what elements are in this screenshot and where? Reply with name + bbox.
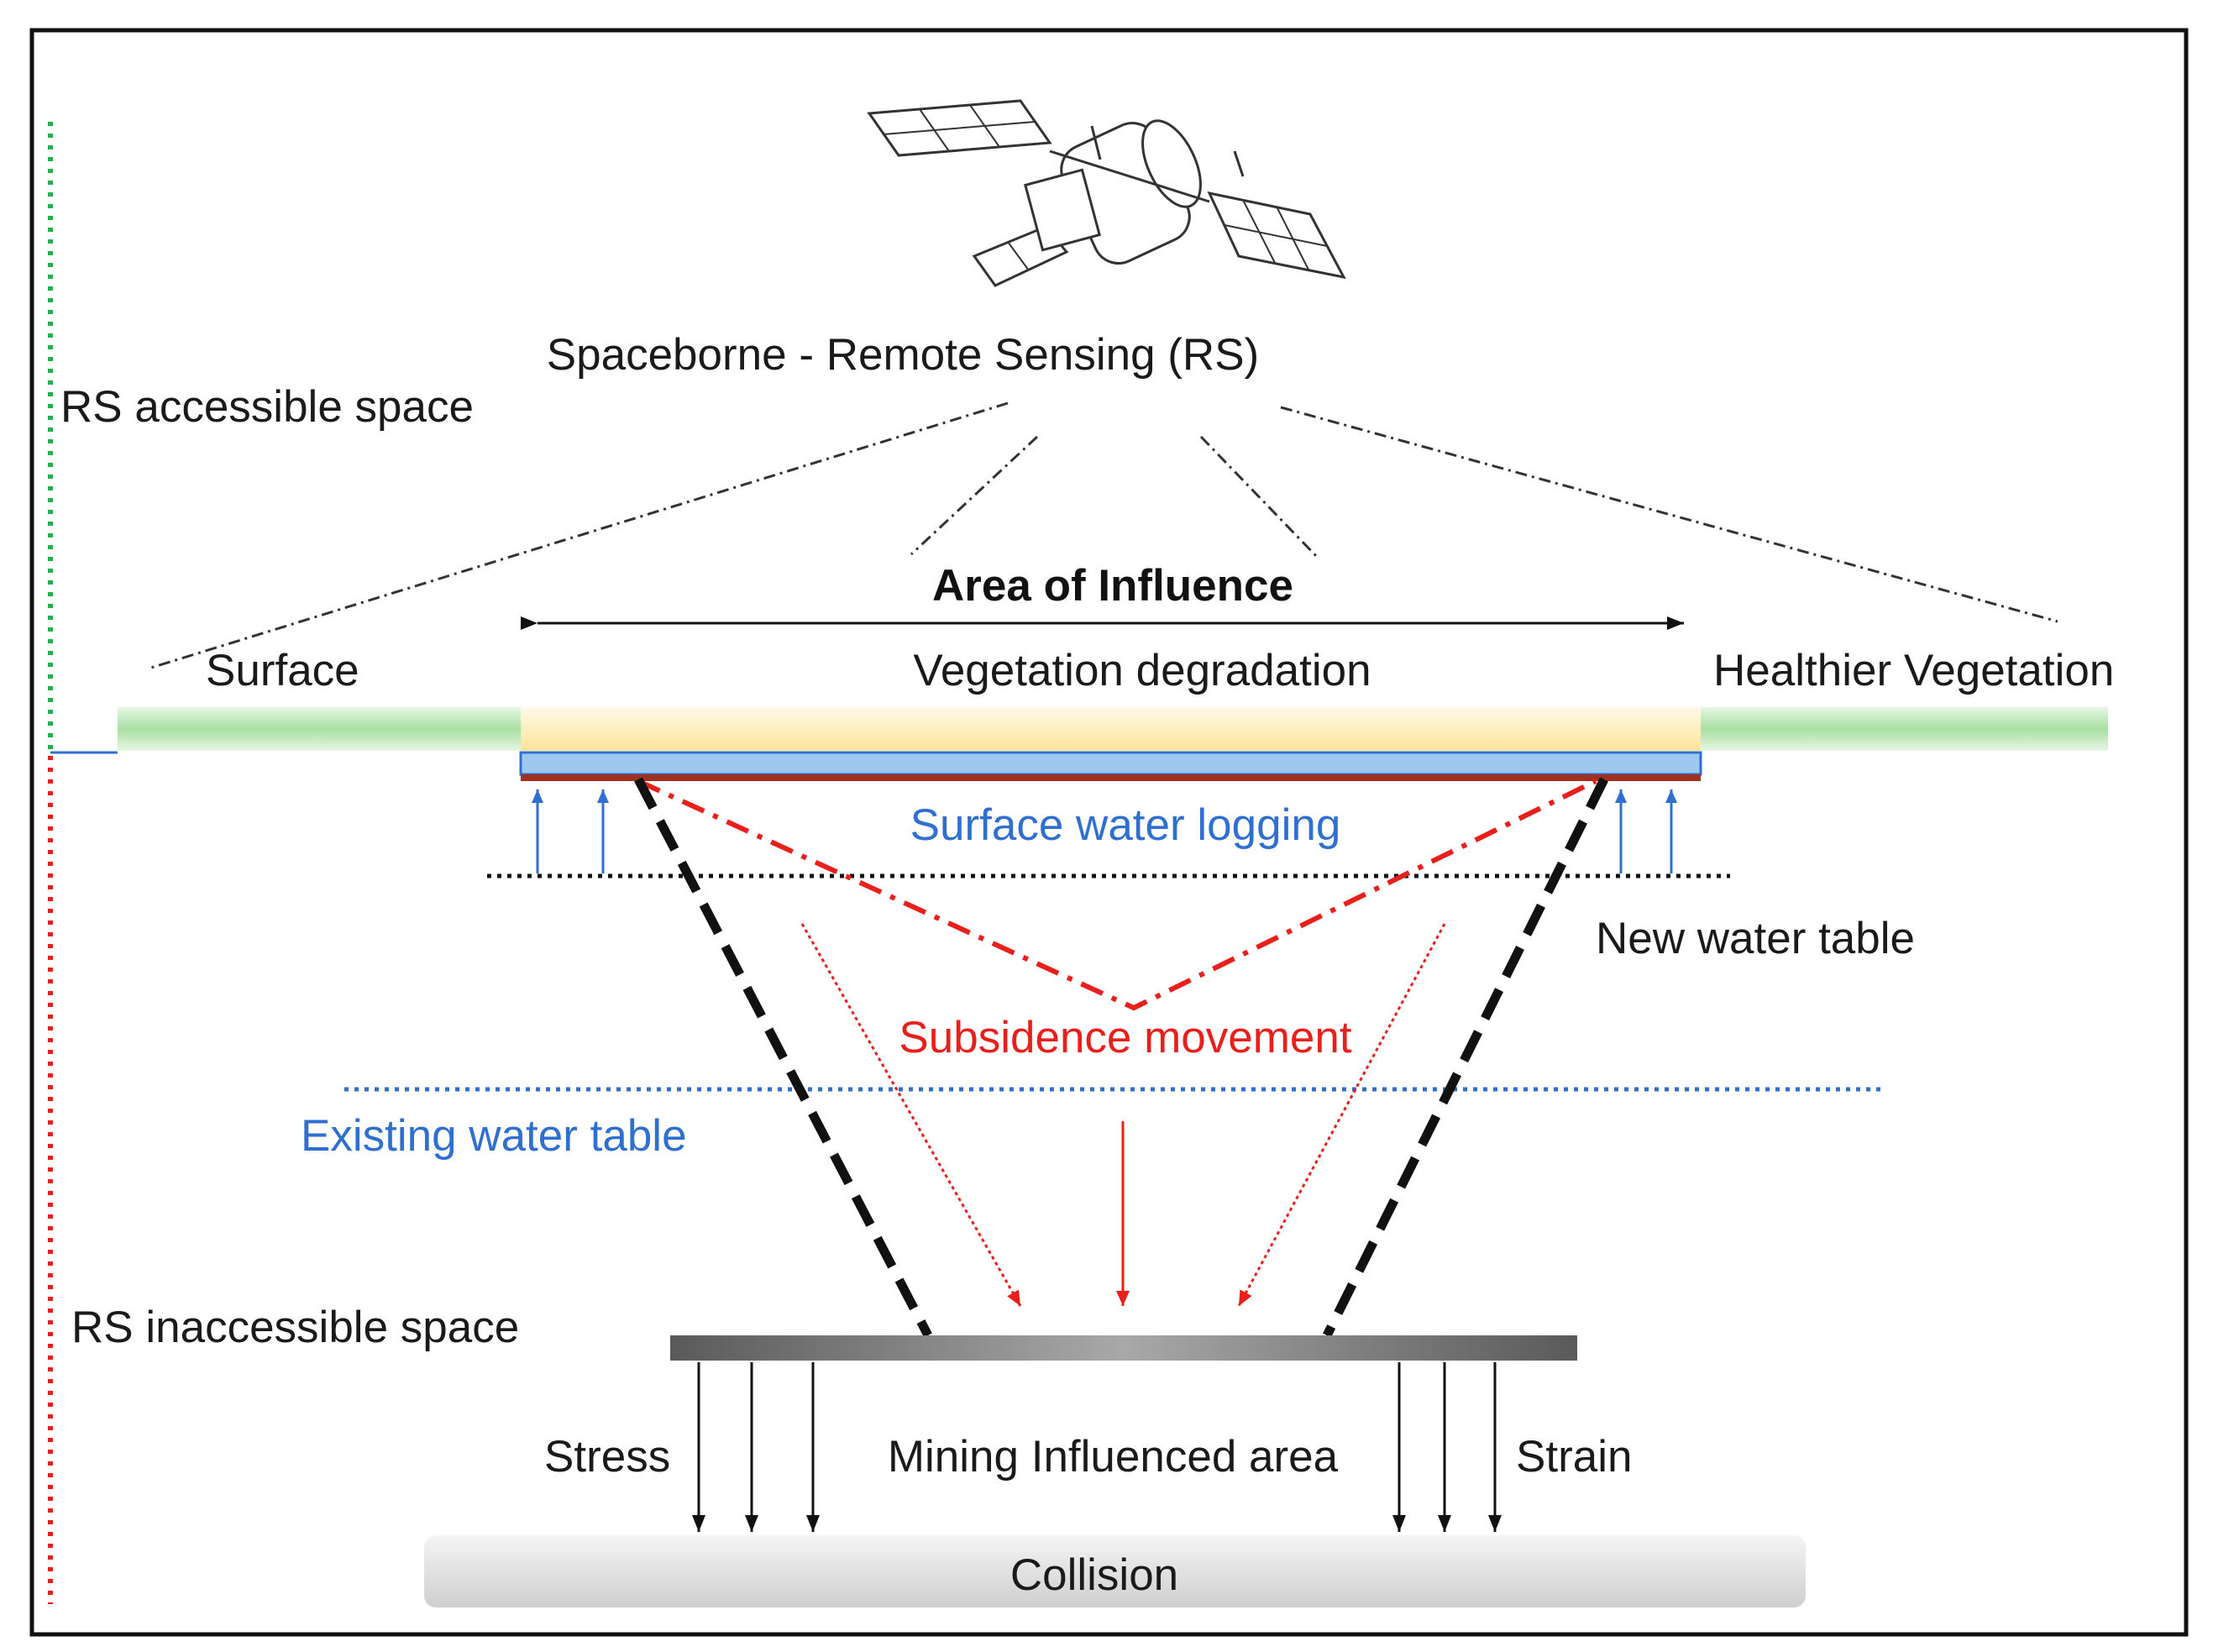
- influence-angle-lines: [634, 777, 1608, 1338]
- soil-layer: [521, 774, 1701, 781]
- sensing-rays: [150, 401, 2058, 669]
- collision-label: Collision: [1010, 1550, 1178, 1600]
- vegetation-degradation-label: Vegetation degradation: [913, 646, 1371, 695]
- surface-water-layer: [519, 751, 1702, 776]
- surface-vegetation-left: [118, 707, 521, 751]
- figure-frame: [29, 28, 2189, 1637]
- healthier-vegetation-strip: [1701, 707, 2108, 751]
- surface-water-logging-label: Surface water logging: [910, 800, 1341, 850]
- healthier-vegetation-label: Healthier Vegetation: [1713, 646, 2114, 695]
- subsidence-arrows: [800, 923, 1446, 1307]
- area-of-influence-title: Area of Influence: [932, 561, 1293, 611]
- water-rise-arrows: [532, 789, 1677, 873]
- stress-arrows: [692, 1362, 820, 1532]
- degraded-vegetation-strip: [521, 707, 1701, 751]
- strain-arrows: [1392, 1362, 1502, 1532]
- new-water-table-label: New water table: [1596, 914, 1915, 963]
- subsidence-movement-label: Subsidence movement: [899, 1013, 1351, 1062]
- surface-label: Surface: [206, 646, 359, 695]
- subsidence-profile: [637, 779, 1597, 1011]
- rs-inaccessible-label: RS inaccessible space: [71, 1303, 519, 1352]
- collision-layer: [424, 1535, 1806, 1607]
- stress-label: Stress: [544, 1432, 670, 1482]
- mining-influenced-area-label: Mining Influenced area: [888, 1432, 1339, 1482]
- satellite-icon: [867, 99, 1346, 287]
- satellite-caption: Spaceborne - Remote Sensing (RS): [547, 330, 1259, 380]
- existing-water-table-label: Existing water table: [301, 1111, 687, 1161]
- rs-accessible-label: RS accessible space: [60, 382, 474, 432]
- mining-seam-bar: [670, 1335, 1577, 1361]
- strain-label: Strain: [1516, 1432, 1632, 1482]
